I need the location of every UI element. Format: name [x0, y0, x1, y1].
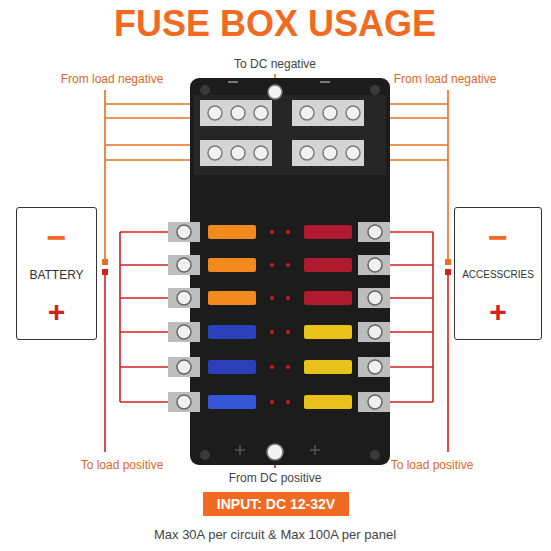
caption: Max 30A per circuit & Max 100A per panel [154, 527, 396, 542]
minus-sign: − [488, 220, 508, 254]
wire-label: To load positive [391, 458, 474, 472]
plus-sign: + [489, 297, 507, 327]
wire-label: To load positive [81, 458, 164, 472]
wire-label: From load negative [61, 72, 164, 86]
accessories-box: − ACCESSCRIES + [454, 207, 542, 340]
minus-sign: − [47, 220, 67, 254]
input-band: INPUT: DC 12-32V [203, 492, 349, 516]
wire-label: To DC negative [234, 57, 316, 71]
plus-sign: + [48, 297, 66, 327]
wire-label: From load negative [394, 72, 497, 86]
wire-label: From DC positive [229, 471, 322, 485]
node-text: BATTERY [29, 269, 83, 281]
node-text: ACCESSCRIES [462, 270, 534, 280]
battery-box: − BATTERY + [16, 207, 97, 340]
node-text: INPUT: DC 12-32V [217, 497, 335, 511]
title: FUSE BOX USAGE [114, 3, 436, 45]
